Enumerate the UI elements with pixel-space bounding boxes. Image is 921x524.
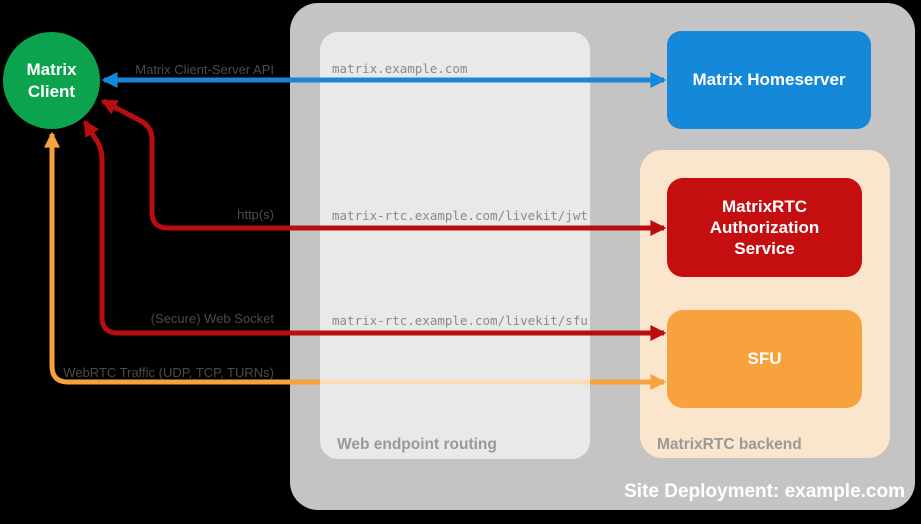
webrtc-traffic-connector-label: WebRTC Traffic (UDP, TCP, TURNs): [63, 365, 274, 380]
sfu-label: SFU: [747, 349, 782, 369]
endpoint-livekit-jwt: matrix-rtc.example.com/livekit/jwt: [332, 208, 588, 223]
matrix-client-label: Matrix Client: [26, 60, 77, 101]
client-server-api-connector-label: Matrix Client-Server API: [135, 62, 274, 77]
web-endpoint-routing-container: [320, 32, 590, 459]
https-connector-label: http(s): [237, 207, 274, 222]
matrixrtc-backend-label: MatrixRTC backend: [657, 436, 802, 453]
sfu-node: SFU: [667, 310, 862, 408]
web-endpoint-routing-label: Web endpoint routing: [337, 436, 497, 453]
matrix-homeserver-node: Matrix Homeserver: [667, 31, 871, 129]
endpoint-livekit-sfu: matrix-rtc.example.com/livekit/sfu: [332, 313, 588, 328]
matrixrtc-authorization-service-label: MatrixRTC Authorization Service: [709, 196, 820, 259]
matrix-homeserver-label: Matrix Homeserver: [692, 70, 846, 90]
matrixrtc-authorization-service-node: MatrixRTC Authorization Service: [667, 178, 862, 277]
site-deployment-label: Site Deployment: example.com: [624, 481, 905, 502]
matrix-client-node: Matrix Client: [3, 32, 100, 129]
endpoint-matrix-example: matrix.example.com: [332, 61, 468, 76]
websocket-connector-label: (Secure) Web Socket: [150, 311, 274, 326]
